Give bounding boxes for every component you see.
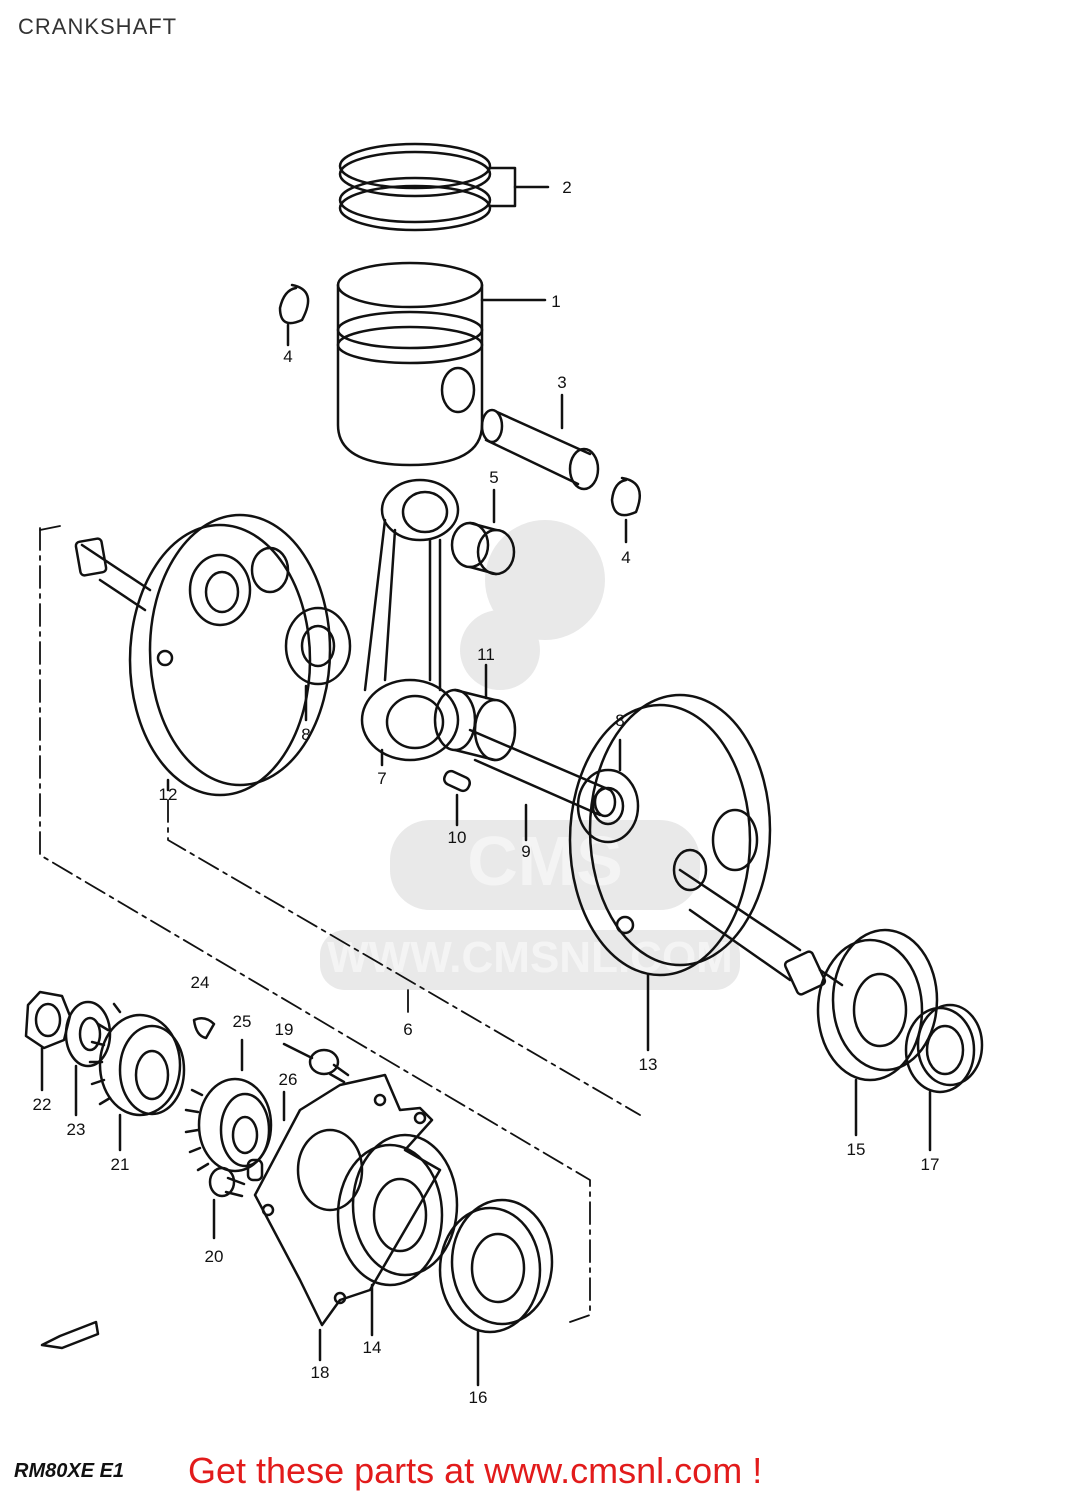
label-part-13: 13	[639, 1055, 658, 1074]
label-part-4a: 4	[283, 347, 292, 366]
key-pin	[442, 769, 472, 827]
label-part-12: 12	[159, 785, 178, 804]
circlip-left	[278, 283, 310, 347]
drive-gear-small	[184, 1038, 273, 1173]
label-part-11: 11	[477, 645, 495, 664]
key-small	[192, 1016, 216, 1040]
label-part-9: 9	[521, 842, 530, 861]
crankshaft-left	[74, 513, 332, 797]
label-part-19: 19	[275, 1020, 294, 1039]
label-part-26: 26	[279, 1070, 298, 1089]
label-part-1: 1	[551, 292, 560, 311]
label-part-20: 20	[205, 1247, 224, 1266]
crankshaft-right	[568, 693, 844, 1052]
label-part-23: 23	[67, 1120, 86, 1139]
cmsnl-watermark: CMS WWW.CMSNL.COM	[320, 520, 740, 990]
bolt-bottom	[208, 1166, 246, 1240]
retainer-plate	[253, 1073, 442, 1362]
label-part-24: 24	[191, 973, 210, 992]
bearing-left	[336, 1133, 459, 1337]
watermark-logo: CMS	[467, 822, 623, 900]
assembly-bracket	[39, 525, 641, 1323]
label-part-25: 25	[233, 1012, 252, 1031]
big-end-bearing	[433, 663, 517, 762]
label-part-7: 7	[377, 769, 386, 788]
promo-link[interactable]: Get these parts at www.cmsnl.com !	[188, 1450, 763, 1491]
washer-right	[576, 738, 640, 844]
label-part-18: 18	[311, 1363, 330, 1382]
oil-seal-right	[904, 1003, 984, 1152]
piston-rings	[338, 142, 550, 232]
label-part-15: 15	[847, 1140, 866, 1159]
label-part-14: 14	[363, 1338, 382, 1357]
label-part-17: 17	[921, 1155, 940, 1174]
forward-arrow-mark	[40, 1320, 100, 1350]
primary-drive-gear	[88, 1002, 186, 1152]
label-part-4b: 4	[621, 548, 630, 567]
oil-seal-left	[438, 1198, 554, 1387]
label-part-16: 16	[469, 1388, 488, 1407]
label-part-2: 2	[562, 178, 571, 197]
label-part-21: 21	[111, 1155, 130, 1174]
label-part-3: 3	[557, 373, 566, 392]
page-title: CRANKSHAFT	[18, 14, 178, 39]
label-part-5: 5	[489, 468, 498, 487]
label-part-6: 6	[403, 1020, 412, 1039]
piston-pin	[480, 393, 600, 491]
washer-left	[284, 606, 352, 722]
label-part-22: 22	[33, 1095, 52, 1114]
washer-small	[64, 1000, 112, 1117]
model-code: RM80XE E1	[14, 1460, 125, 1482]
circlip-right	[610, 476, 641, 544]
small-end-bearing	[450, 488, 516, 576]
connecting-rod	[360, 478, 460, 767]
label-part-10: 10	[448, 828, 467, 847]
bolt-top	[282, 1042, 350, 1084]
label-part-8a: 8	[301, 725, 310, 744]
label-part-8b: 8	[615, 711, 624, 730]
piston	[336, 261, 547, 467]
bearing-right	[816, 928, 939, 1137]
dowel-pin	[246, 1090, 286, 1182]
nut	[24, 990, 72, 1092]
